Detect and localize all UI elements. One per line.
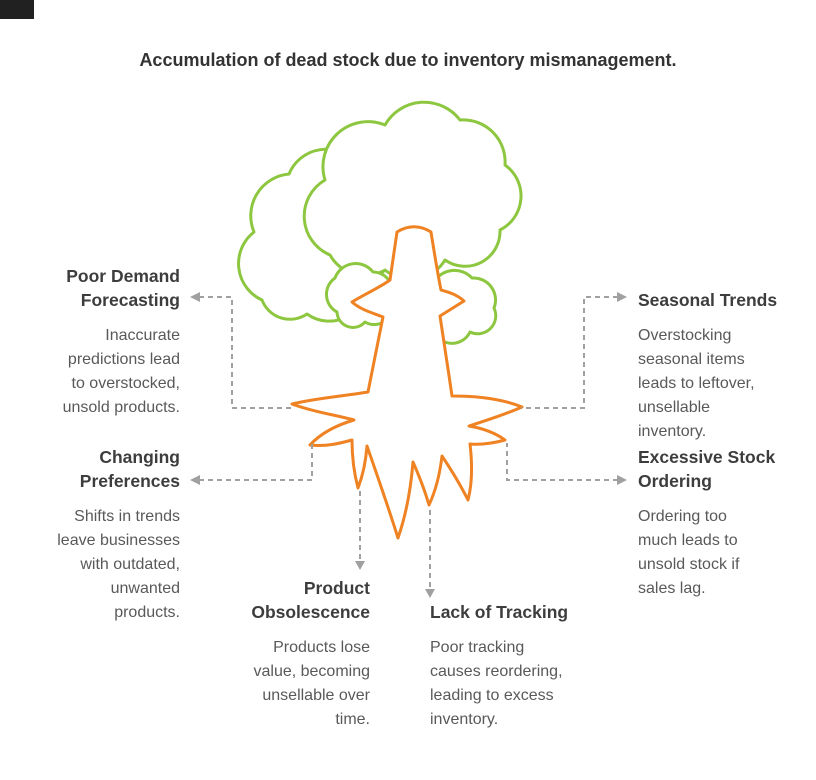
cause-body-changing-preferences: Shifts in trends leave businesses with o… [57, 508, 180, 621]
cause-heading-product-obsolescence: Product Obsolescence [251, 578, 370, 622]
connector-excessive-stock-ordering [506, 443, 618, 481]
cause-body-poor-demand-forecasting: Inaccurate predictions lead to overstock… [62, 327, 180, 416]
cause-body-product-obsolescence: Products lose value, becoming unsellable… [253, 639, 370, 728]
cause-heading-seasonal-trends: Seasonal Trends [638, 290, 778, 310]
diagram-title: Accumulation of dead stock due to invent… [139, 50, 677, 70]
arrow-left-icon-poor-demand [190, 292, 200, 302]
tree-trunk-and-roots [290, 225, 524, 540]
cause-heading-lack-of-tracking: Lack of Tracking [430, 602, 569, 622]
cause-body-excessive-stock-ordering: Ordering too much leads to unsold stock … [638, 508, 740, 597]
cause-changing-preferences: Changing Preferences Shifts in trends le… [22, 445, 180, 625]
arrow-down-icon-product-obsolescence [355, 561, 365, 570]
connector-seasonal-trends [521, 296, 618, 409]
cause-poor-demand-forecasting: Poor Demand Forecasting Inaccurate predi… [22, 264, 180, 420]
arrow-down-icon-lack-of-tracking [425, 589, 435, 598]
cause-heading-changing-preferences: Changing Preferences [79, 447, 180, 491]
cause-excessive-stock-ordering: Excessive Stock Ordering Ordering too mu… [638, 445, 793, 601]
arrow-right-icon-excessive-stock [617, 475, 627, 485]
cause-lack-of-tracking: Lack of Tracking Poor tracking causes re… [430, 600, 600, 732]
connector-changing-preferences [199, 444, 313, 481]
connector-poor-demand-forecasting [199, 296, 295, 409]
cause-product-obsolescence: Product Obsolescence Products lose value… [228, 576, 370, 732]
corner-mark [0, 0, 34, 19]
connector-lines [190, 292, 627, 598]
cause-heading-excessive-stock-ordering: Excessive Stock Ordering [638, 447, 776, 491]
arrow-right-icon-seasonal-trends [617, 292, 627, 302]
cause-body-seasonal-trends: Overstocking seasonal items leads to lef… [638, 327, 755, 440]
cause-seasonal-trends: Seasonal Trends Overstocking seasonal it… [638, 288, 793, 444]
cause-heading-poor-demand-forecasting: Poor Demand Forecasting [66, 266, 180, 310]
cause-body-lack-of-tracking: Poor tracking causes reordering, leading… [430, 639, 563, 728]
arrow-left-icon-changing-preferences [190, 475, 200, 485]
